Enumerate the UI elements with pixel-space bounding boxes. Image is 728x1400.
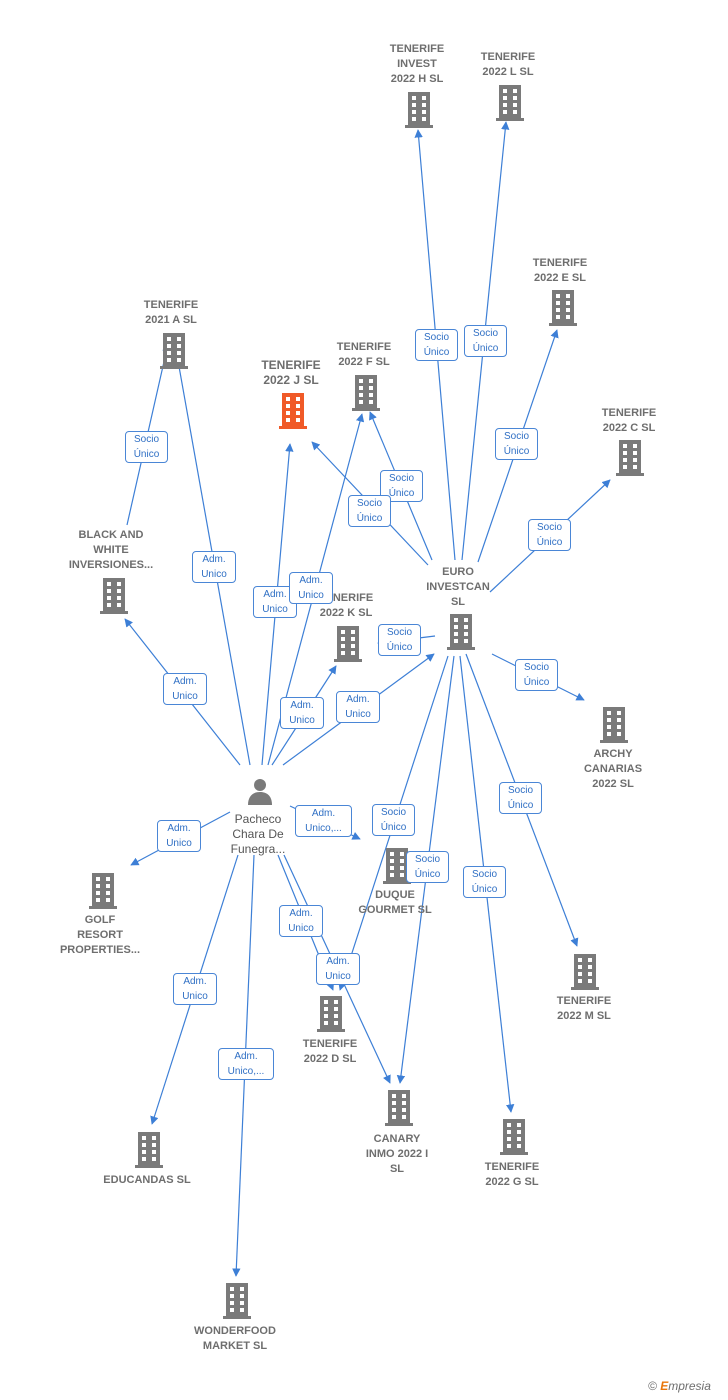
company-label-educandas[interactable]: EDUCANDAS SL <box>103 1174 191 1186</box>
company-label-tenerife-2021a[interactable]: TENERIFE 2021 A SL <box>143 299 199 326</box>
company-label-tenerife-2022j[interactable]: TENERIFE 2022 J SL <box>261 358 321 387</box>
company-label-archy-canarias[interactable]: ARCHY CANARIAS 2022 SL <box>583 748 643 790</box>
company-label-tenerife-2022f[interactable]: TENERIFE 2022 F SL <box>336 341 392 368</box>
edge-label-adm-bw: Adm. Unico <box>163 673 207 705</box>
footer-brand[interactable]: © Empresia <box>648 1379 711 1393</box>
edge-label-socio-archy: Socio Único <box>515 659 558 691</box>
building-icon-tenerife-2022d[interactable] <box>316 996 346 1032</box>
building-icon-tenerife-2022c[interactable] <box>615 440 645 476</box>
company-label-tenerife-2022g[interactable]: TENERIFE 2022 G SL <box>484 1161 540 1188</box>
person-icon[interactable] <box>246 777 274 805</box>
company-label-tenerife-2022d[interactable]: TENERIFE 2022 D SL <box>302 1038 358 1065</box>
edge-label-adm-wonderfood: Adm. Unico,... <box>218 1048 274 1080</box>
building-icon-tenerife-2022l[interactable] <box>495 85 525 121</box>
edge-label-socio-canary: Socio Único <box>406 851 449 883</box>
company-label-tenerife-invest-2022h[interactable]: TENERIFE INVEST 2022 H SL <box>389 43 445 85</box>
building-icon-tenerife-2021a[interactable] <box>159 333 189 369</box>
edge-label-adm-canary: Adm. Unico <box>316 953 360 985</box>
company-label-duque-gourmet[interactable]: DUQUE GOURMET SL <box>358 889 432 916</box>
person-label[interactable]: Pacheco Chara De Funegra... <box>230 812 286 856</box>
building-icon-archy-canarias[interactable] <box>599 707 629 743</box>
building-icon-educandas[interactable] <box>134 1132 164 1168</box>
edge-label-socio-bw-2021a: Socio Único <box>125 431 168 463</box>
edge-label-socio-2022e: Socio Único <box>495 428 538 460</box>
edge-label-adm-euro: Adm. Unico <box>336 691 380 723</box>
edge-label-socio-2022c: Socio Único <box>528 519 571 551</box>
copyright-icon: © <box>648 1379 657 1393</box>
building-icon-euro-investcan[interactable] <box>446 614 476 650</box>
building-icon-canary-inmo[interactable] <box>384 1090 414 1126</box>
edge-label-socio-2022j: Socio Único <box>348 495 391 527</box>
building-icon-tenerife-2022g[interactable] <box>499 1119 529 1155</box>
company-label-black-white[interactable]: BLACK AND WHITE INVERSIONES... <box>68 529 154 571</box>
company-label-euro-investcan[interactable]: EURO INVESTCAN SL <box>426 566 490 608</box>
edge-label-socio-2022f: Socio Único <box>380 470 423 502</box>
brand-logo-text: mpresia <box>668 1379 711 1393</box>
edge-label-socio-2022k: Socio Único <box>378 624 421 656</box>
edge-label-adm-2022k: Adm. Unico <box>280 697 324 729</box>
edge-label-adm-educandas: Adm. Unico <box>173 973 217 1005</box>
edge-label-socio-2022d: Socio Único <box>372 804 415 836</box>
company-label-tenerife-2022e[interactable]: TENERIFE 2022 E SL <box>532 257 588 284</box>
company-label-tenerife-2022l[interactable]: TENERIFE 2022 L SL <box>480 51 536 78</box>
edge-label-socio-2022l: Socio Único <box>464 325 507 357</box>
edge-label-adm-golf: Adm. Unico <box>157 820 201 852</box>
edge-label-adm-2022d: Adm. Unico <box>279 905 323 937</box>
edge-label-socio-2022m: Socio Único <box>499 782 542 814</box>
building-icon-tenerife-invest-2022h[interactable] <box>404 92 434 128</box>
brand-logo-letter: E <box>660 1379 669 1393</box>
company-label-tenerife-2022c[interactable]: TENERIFE 2022 C SL <box>601 407 657 434</box>
edge-label-adm-duque: Adm. Unico,... <box>295 805 352 837</box>
edge-label-socio-invest2022h: Socio Único <box>415 329 458 361</box>
building-icon-tenerife-2022k[interactable] <box>333 626 363 662</box>
edge-label-adm-2022f: Adm. Unico <box>289 572 333 604</box>
building-icon-tenerife-2022m[interactable] <box>570 954 600 990</box>
company-label-tenerife-2022m[interactable]: TENERIFE 2022 M SL <box>556 995 612 1022</box>
company-label-canary-inmo[interactable]: CANARY INMO 2022 I SL <box>365 1133 429 1175</box>
building-icon-wonderfood[interactable] <box>222 1283 252 1319</box>
building-icon-tenerife-2022e[interactable] <box>548 290 578 326</box>
building-icon-tenerife-2022j[interactable] <box>278 393 308 429</box>
edge-label-socio-2022g: Socio Único <box>463 866 506 898</box>
company-label-wonderfood[interactable]: WONDERFOOD MARKET SL <box>194 1325 276 1352</box>
edge-label-adm-2021a: Adm. Unico <box>192 551 236 583</box>
building-icon-black-white[interactable] <box>99 578 129 614</box>
building-icon-golf-resort[interactable] <box>88 873 118 909</box>
company-label-golf-resort[interactable]: GOLF RESORT PROPERTIES... <box>59 914 141 956</box>
